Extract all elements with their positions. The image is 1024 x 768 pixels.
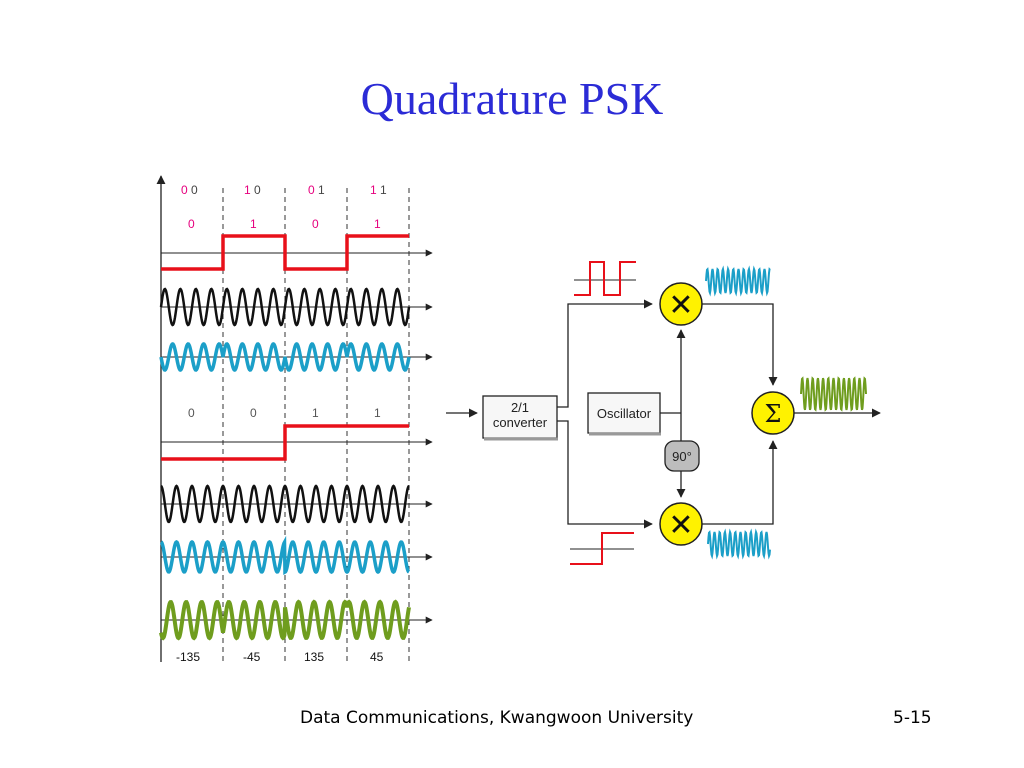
i-bit-4: 1 (374, 217, 381, 231)
dibit-1-first: 0 (181, 183, 188, 197)
i-branch-mini-wave (705, 265, 771, 297)
q-modulated-wave (159, 535, 411, 576)
footer-text: Data Communications, Kwangwoon Universit… (300, 708, 694, 728)
q-bit-3: 1 (312, 406, 319, 420)
q-digital-signal (161, 424, 409, 461)
dibit-4-first: 1 (370, 183, 377, 197)
adder: Σ (751, 391, 795, 435)
phase-1: -135 (176, 650, 200, 664)
bottom-mixer-symbol: ✕ (668, 508, 693, 543)
dibit-4-second: 1 (380, 183, 387, 197)
i-carrier-wave (159, 287, 411, 327)
top-mixer-to-adder (702, 303, 778, 386)
bottom-mixer-to-adder (702, 440, 778, 525)
output-mini-wave (800, 376, 867, 412)
dibit-2-second: 0 (254, 183, 261, 197)
page-number: 5-15 (893, 708, 932, 728)
top-mixer: ✕ (659, 282, 703, 326)
bottom-mixer: ✕ (659, 502, 703, 546)
i-bit-1: 0 (188, 217, 195, 231)
i-bit-glyph (574, 261, 636, 296)
q-branch-line (557, 420, 653, 529)
q-branch-mini-wave (707, 528, 771, 560)
dibit-3-first: 0 (308, 183, 315, 197)
adder-symbol: Σ (765, 400, 782, 428)
phase-shift-box (664, 440, 700, 472)
i-bit-labels: 0 1 0 1 (188, 217, 381, 231)
q-bit-labels: 0 0 1 1 (188, 406, 381, 420)
phase-4: 45 (370, 650, 384, 664)
dibit-labels: 0 0 1 0 0 1 1 1 (181, 183, 387, 197)
phase-3: 135 (304, 650, 324, 664)
top-mixer-symbol: ✕ (668, 288, 693, 323)
waveform-panel: 0 0 1 0 0 1 1 1 0 1 0 1 0 0 1 1 (156, 175, 433, 664)
converter-label-2: converter (493, 415, 548, 430)
q-bit-1: 0 (188, 406, 195, 420)
converter-label-1: 2/1 (511, 400, 529, 415)
slide-title: Quadrature PSK (360, 73, 664, 124)
oscillator-label: Oscillator (597, 406, 652, 421)
q-bit-glyph (570, 532, 634, 565)
dibit-1-second: 0 (191, 183, 198, 197)
qpsk-output-wave (159, 599, 411, 641)
i-digital-signal (161, 234, 409, 271)
dibit-2-first: 1 (244, 183, 251, 197)
i-bit-3: 0 (312, 217, 319, 231)
block-diagram: 2/1 converter Oscillator 90° ✕ (446, 261, 881, 565)
phase-2: -45 (243, 650, 261, 664)
dibit-3-second: 1 (318, 183, 325, 197)
q-bit-2: 0 (250, 406, 257, 420)
q-carrier-wave (160, 484, 410, 524)
q-bit-4: 1 (374, 406, 381, 420)
phase-labels: -135 -45 135 45 (176, 650, 384, 664)
i-branch-line (557, 299, 653, 408)
i-bit-2: 1 (250, 217, 257, 231)
phase-shift-label: 90° (672, 449, 692, 464)
i-modulated-wave (159, 342, 411, 372)
